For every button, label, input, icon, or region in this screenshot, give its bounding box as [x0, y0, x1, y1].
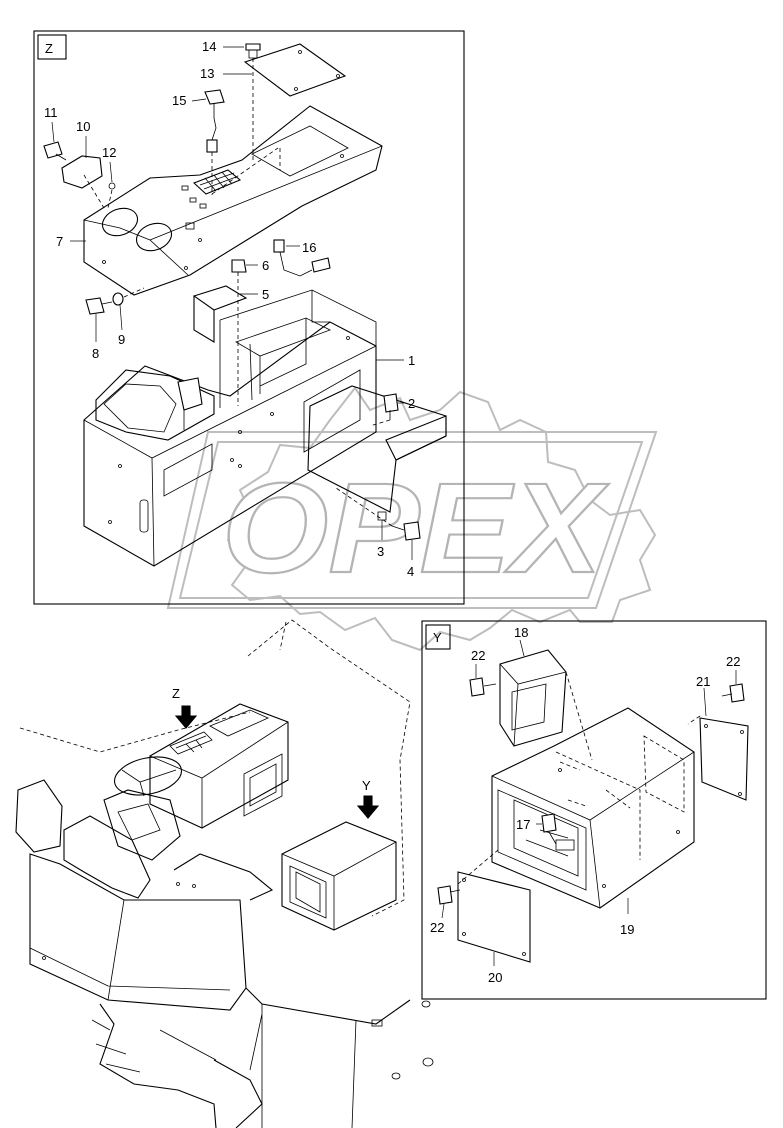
view-z-drawing: [43, 43, 447, 567]
callout-20: 20: [488, 970, 502, 985]
callout-9: 9: [118, 332, 125, 347]
callout-12: 12: [102, 145, 116, 160]
callout-2: 2: [408, 396, 415, 411]
view-y-drawing: [437, 649, 749, 963]
callout-3: 3: [377, 544, 384, 559]
callout-18: 17: [516, 817, 530, 832]
view-y-label: Y: [433, 630, 442, 645]
callout-17: 19: [620, 922, 634, 937]
callout-10: 10: [76, 119, 90, 134]
overview-drawing: Z Y: [15, 619, 434, 1128]
callout-1: 1: [408, 353, 415, 368]
callout-8: 8: [92, 346, 99, 361]
callout-21: 21: [696, 674, 710, 689]
callout-22-bottom: 22: [430, 920, 444, 935]
callout-5: 5: [262, 287, 269, 302]
view-z-callouts: 14 13 15 11 10 12 7 16 6 5 8 9 1 2 3 4: [44, 39, 415, 579]
callout-19: 18: [514, 625, 528, 640]
callout-13: 13: [200, 66, 214, 81]
callout-15: 15: [172, 93, 186, 108]
callout-22-top-left: 22: [471, 648, 485, 663]
callout-6: 6: [262, 258, 269, 273]
callout-22-top-right: 22: [726, 654, 740, 669]
view-z-label: Z: [45, 41, 53, 56]
overview-arrow-y-label: Y: [362, 778, 371, 793]
view-y-callouts: 18 22 22 21 17 22 20 19: [430, 625, 740, 985]
view-z-frame: Z: [33, 30, 465, 605]
callout-4: 4: [407, 564, 414, 579]
watermark-logo: OPEX: [166, 386, 658, 652]
callout-11: 11: [44, 105, 58, 120]
overview-arrow-z-label: Z: [172, 686, 180, 701]
view-y-frame: Y: [421, 620, 767, 1000]
callout-14: 14: [202, 39, 216, 54]
callout-7: 7: [56, 234, 63, 249]
callout-16: 16: [302, 240, 316, 255]
